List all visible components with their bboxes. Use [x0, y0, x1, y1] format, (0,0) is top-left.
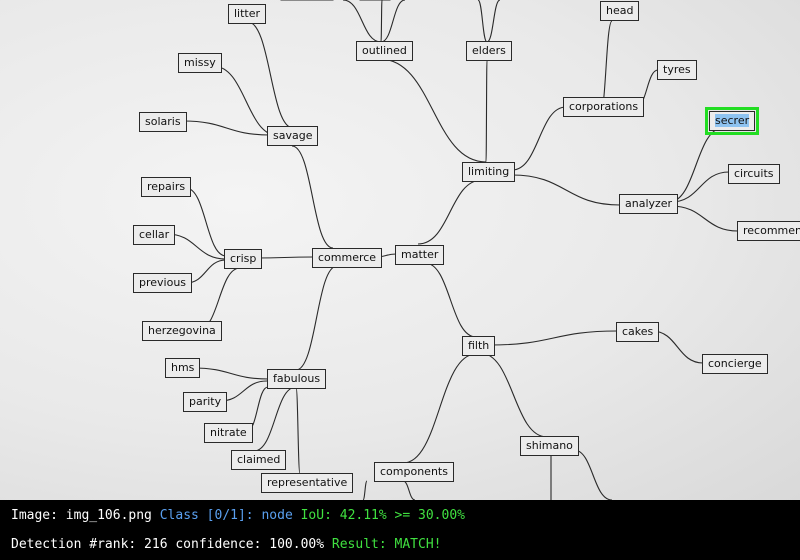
edge-17	[670, 205, 739, 232]
node-shimano[interactable]: shimano	[520, 436, 579, 456]
edges-layer	[166, 0, 739, 500]
result-label: Result: MATCH!	[331, 537, 442, 552]
node-components[interactable]: components	[374, 462, 454, 482]
edge-4	[342, 0, 382, 43]
node-nitrate[interactable]: nitrate	[204, 423, 253, 443]
edge-30	[253, 386, 297, 452]
node-crisp[interactable]: crisp	[224, 249, 263, 269]
edge-16	[670, 171, 730, 203]
edge-22	[255, 256, 314, 259]
edge-18	[185, 187, 227, 257]
edge-0	[247, 21, 294, 129]
detection-status-bar: Image: img_106.png Class [0/1]: node IoU…	[0, 500, 800, 560]
node-litter[interactable]: litter	[228, 4, 267, 24]
edge-32	[489, 330, 618, 346]
node-hms[interactable]: hms	[165, 358, 201, 378]
node-herzegovina[interactable]: herzegovina	[142, 321, 222, 341]
edge-24	[417, 179, 483, 245]
node-representative[interactable]: representative	[261, 473, 354, 493]
edge-2	[182, 120, 271, 136]
node-filth[interactable]: filth	[462, 336, 496, 356]
node-elders[interactable]: elders	[466, 41, 512, 61]
edge-35	[479, 352, 548, 438]
node-outlined[interactable]: outlined	[356, 41, 413, 61]
node-parity[interactable]: parity	[183, 392, 228, 412]
node-cellar[interactable]: cellar	[133, 225, 176, 245]
class-label: Class [0/1]: node	[159, 508, 293, 523]
node-commerce[interactable]: commerce	[312, 248, 383, 268]
edge-14	[511, 174, 621, 206]
edge-31	[295, 386, 301, 475]
node-claimed[interactable]: claimed	[231, 450, 287, 470]
node-limiting[interactable]: limiting	[462, 162, 516, 182]
node-corporations[interactable]: corporations	[563, 97, 645, 117]
edge-5	[380, 0, 383, 43]
node-tyres[interactable]: tyres	[657, 60, 697, 80]
edge-36	[362, 480, 368, 500]
edge-10	[485, 59, 488, 163]
edge-25	[424, 262, 477, 338]
node-savage[interactable]: savage	[267, 126, 319, 146]
node-fabulous[interactable]: fabulous	[267, 369, 327, 389]
edge-3	[291, 145, 334, 249]
rank-label: Detection #rank: 216 confidence: 100.00%	[11, 537, 325, 552]
node-concierge[interactable]: concierge	[702, 354, 768, 374]
edge-26	[295, 265, 338, 371]
edge-6	[380, 0, 406, 43]
node-repairs[interactable]: repairs	[141, 177, 192, 197]
status-line-1: Image: img_106.png Class [0/1]: node IoU…	[11, 508, 465, 523]
mindmap-canvas: litter missy solaris savage outlined eld…	[0, 0, 800, 500]
edge-7	[477, 0, 488, 43]
edge-39	[573, 449, 613, 500]
node-matter[interactable]: matter	[395, 245, 445, 265]
node-secrer[interactable]: secrer	[704, 107, 760, 135]
edge-19	[166, 233, 227, 260]
node-previous[interactable]: previous	[133, 273, 193, 293]
node-analyzer[interactable]: analyzer	[619, 194, 679, 214]
edge-37	[402, 480, 416, 500]
node-head[interactable]: head	[600, 1, 640, 21]
edge-33	[651, 330, 704, 364]
edge-9	[379, 58, 487, 163]
node-cakes[interactable]: cakes	[616, 322, 660, 342]
image-label: Image: img_106.png	[11, 508, 152, 523]
edge-8	[486, 0, 501, 43]
node-circuits[interactable]: circuits	[728, 164, 780, 184]
edge-27	[192, 367, 270, 380]
status-line-2: Detection #rank: 216 confidence: 100.00%…	[11, 537, 441, 552]
node-missy[interactable]: missy	[178, 53, 222, 73]
iou-label: IoU: 42.11% >= 30.00%	[300, 508, 465, 523]
edge-11	[511, 106, 567, 171]
node-recommend[interactable]: recommend	[737, 221, 800, 241]
node-solaris[interactable]: solaris	[139, 112, 187, 132]
edge-34	[402, 353, 477, 464]
